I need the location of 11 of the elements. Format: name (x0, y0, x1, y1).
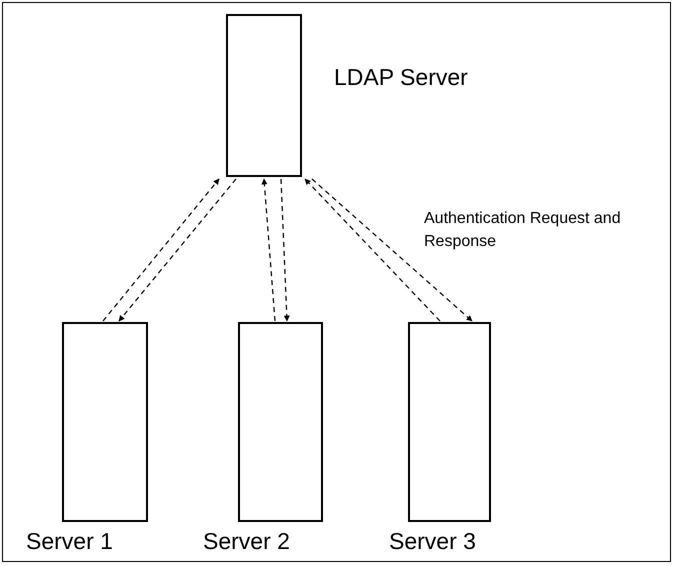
edge-note: Authentication Request and Response (424, 209, 622, 252)
dashed-arrow (261, 178, 276, 322)
server-label: Server 1 (26, 528, 113, 555)
dashed-arrow (118, 178, 236, 322)
dashed-arrow (280, 178, 290, 322)
server-label: Server 2 (203, 528, 290, 555)
dashed-arrow (312, 178, 472, 322)
server-label: LDAP Server (334, 64, 468, 91)
dashed-arrow (102, 178, 220, 322)
server-label: Server 3 (389, 528, 476, 555)
dashed-arrow (304, 178, 440, 322)
